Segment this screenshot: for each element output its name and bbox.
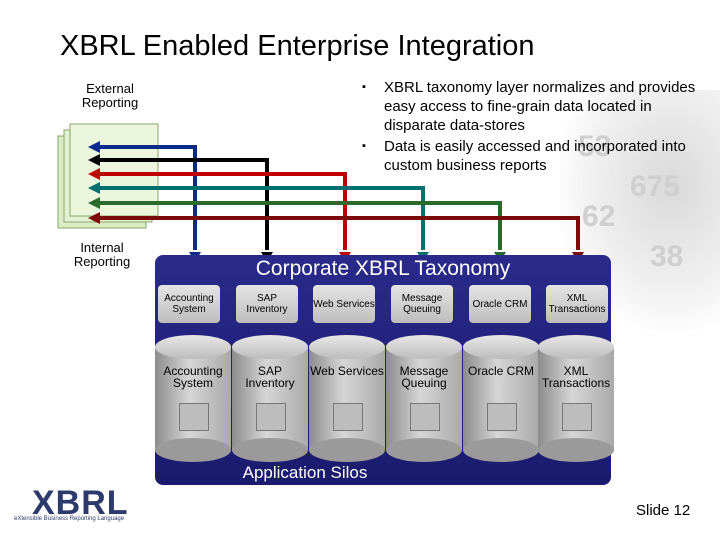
external-reporting-label: External Reporting xyxy=(81,81,139,110)
silo-cylinder: Message Queuing xyxy=(386,335,462,462)
silo-cylinder: Oracle CRM xyxy=(463,335,539,462)
arrow-xml xyxy=(100,216,580,250)
bullet-item: ▪Data is easily accessed and incorporate… xyxy=(362,138,686,174)
arrow-accounting xyxy=(100,145,197,250)
xbrl-logo-subtitle: eXtensible Business Reporting Language xyxy=(14,516,125,522)
silo-icon xyxy=(256,403,286,431)
system-box: SAP Inventory xyxy=(236,285,298,323)
arrow-queue xyxy=(100,186,425,250)
system-box: XML Transactions xyxy=(546,285,608,323)
internal-reporting-label: Internal Reporting xyxy=(73,240,131,269)
page-title: XBRL Enabled Enterprise Integration xyxy=(60,30,535,62)
bullet-item: ▪XBRL taxonomy layer normalizes and prov… xyxy=(362,79,696,134)
silo-cylinder: Web Services xyxy=(309,335,385,462)
silo-icon xyxy=(487,403,517,431)
silo-icon xyxy=(410,403,440,431)
silo-icon xyxy=(179,403,209,431)
system-box: Oracle CRM xyxy=(469,285,531,323)
system-box: Web Services xyxy=(313,285,375,323)
xbrl-logo: XBRL xyxy=(32,484,129,522)
bullet-list: ▪XBRL taxonomy layer normalizes and prov… xyxy=(362,78,712,177)
arrow-crm xyxy=(100,201,502,250)
silo-icon xyxy=(562,403,592,431)
silo-cylinder: XML Transactions xyxy=(538,335,614,462)
taxonomy-title: Corporate XBRL Taxonomy xyxy=(255,257,511,280)
silo-cylinder: Accounting System xyxy=(155,335,231,462)
slide-number: Slide 12 xyxy=(636,502,691,519)
arrow-web xyxy=(100,172,347,250)
silos-title: Application Silos xyxy=(242,463,368,482)
system-box: Accounting System xyxy=(158,285,220,323)
system-box: Message Queuing xyxy=(391,285,453,323)
silo-cylinder: SAP Inventory xyxy=(232,335,308,462)
silo-icon xyxy=(333,403,363,431)
